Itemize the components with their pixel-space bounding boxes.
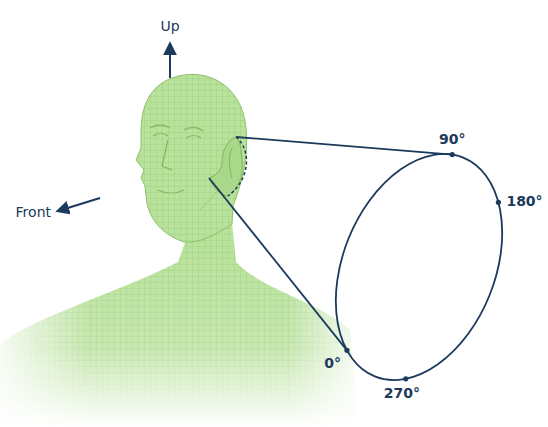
up-arrow — [169, 44, 171, 78]
eye — [153, 134, 168, 136]
ear-contour-ellipse — [304, 129, 533, 405]
angle-point — [450, 152, 455, 157]
projection-line — [209, 178, 347, 350]
shoulder-side-fade — [0, 250, 360, 427]
projection-line — [236, 137, 452, 155]
direction-label: Up — [160, 19, 179, 34]
mouth — [158, 190, 184, 193]
shoulder-fade — [0, 250, 360, 427]
brow — [150, 125, 170, 128]
eye — [186, 136, 201, 138]
angle-point — [344, 348, 349, 353]
front-arrow — [58, 198, 100, 211]
direction-label: Front — [16, 205, 51, 220]
brow — [184, 127, 203, 131]
angle-label: 180° — [506, 195, 542, 210]
ear-fold — [229, 148, 232, 178]
angle-label: 270° — [384, 386, 420, 401]
head — [136, 74, 247, 242]
angle-label: 90° — [439, 131, 465, 146]
angle-label: 0° — [324, 356, 341, 371]
ear-outline-dashed — [228, 137, 246, 196]
shoulders — [0, 222, 360, 427]
angle-point — [403, 376, 408, 381]
nose — [162, 140, 172, 170]
angle-point — [496, 200, 501, 205]
